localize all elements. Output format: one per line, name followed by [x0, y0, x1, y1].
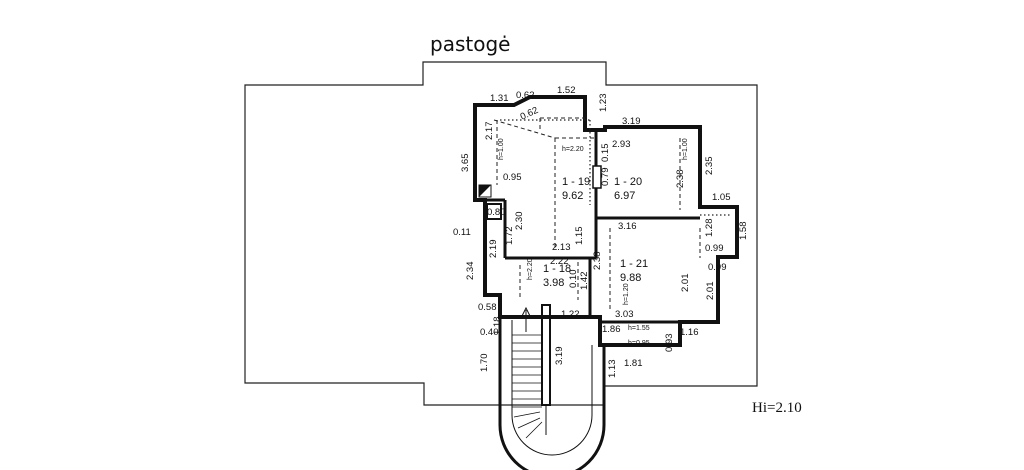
dimension-label: 1.52 [557, 85, 576, 96]
height-label: h=0.95 [628, 340, 650, 347]
attic-outline [244, 61, 758, 406]
room-id-label: 1 - 18 [543, 263, 571, 275]
dimension-label: 1.70 [479, 354, 490, 373]
dimension-label: 3.16 [618, 221, 637, 232]
dimension-label: 0.11 [453, 227, 471, 238]
dimension-label: 3.65 [460, 154, 471, 173]
height-label: h=2.20 [527, 258, 534, 280]
dimension-label: 2.35 [704, 157, 715, 176]
chimney [592, 165, 602, 189]
room-id-label: 1 - 20 [614, 176, 642, 188]
dimension-label: 1.42 [579, 272, 590, 291]
dimension-label: 1.72 [504, 227, 515, 246]
dimension-label: 3.19 [554, 347, 565, 366]
dimension-label: 1.22 [561, 309, 580, 320]
room-area-label: 9.88 [620, 272, 641, 284]
dimension-label: 0.99 [708, 262, 727, 273]
room-area-label: 6.97 [614, 190, 635, 202]
height-label: h=2.20 [562, 146, 584, 153]
dimension-label: 0.99 [705, 243, 724, 254]
inner-walls [485, 130, 700, 324]
dimension-label: 1.86 [602, 324, 621, 335]
slope-lines [493, 117, 701, 310]
dimension-label: 2.38 [592, 252, 603, 271]
room-id-label: 1 - 19 [562, 176, 590, 188]
height-note: Hi=2.10 [752, 400, 802, 416]
dimension-label: 1.16 [680, 327, 699, 338]
dimension-label: 1.81 [624, 358, 643, 369]
dimension-label: 0.10 [568, 270, 579, 289]
dimension-label: 3.03 [615, 309, 634, 320]
staircase [498, 304, 606, 470]
dimension-label: 2.30 [514, 212, 525, 231]
dimension-label: 0.93 [664, 334, 675, 353]
dimension-label: 2.01 [680, 274, 691, 293]
dimension-label: 1.58 [738, 222, 749, 241]
dimension-label: 1.13 [607, 360, 618, 379]
dimension-label: 1.05 [712, 192, 731, 203]
dimension-label: 2.19 [488, 240, 499, 259]
small-closet [486, 203, 502, 220]
height-label: h=1.00 [498, 138, 505, 160]
dimension-label: 0.95 [503, 172, 522, 183]
outer-wall [473, 95, 739, 347]
room-id-label: 1 - 21 [620, 258, 648, 270]
height-label: h=1.55 [628, 325, 650, 332]
dimension-label: 1.18 [492, 317, 503, 336]
dimension-label: 1.31 [490, 93, 509, 104]
dimension-label: 1.23 [598, 94, 609, 113]
dimension-label: 0.58 [478, 302, 497, 313]
dimension-label: 0.15 [600, 144, 611, 163]
height-label: h=1.00 [682, 138, 689, 160]
dimension-label: 1.15 [574, 227, 585, 246]
dimension-label: 0.40 [480, 327, 499, 338]
dimension-label: 2.38 [675, 170, 686, 189]
dimension-label: 2.22 [550, 256, 569, 267]
room-area-label: 3.98 [543, 277, 564, 289]
dimension-label: 1.28 [704, 219, 715, 238]
dimension-label: 2.13 [552, 242, 571, 253]
dimension-label: 2.17 [484, 122, 495, 141]
height-label: h=1.20 [623, 283, 630, 305]
room-area-label: 9.62 [562, 190, 583, 202]
vent-marker [479, 185, 491, 197]
dimension-label: 2.01 [705, 282, 716, 301]
dimension-label: 0.80 [487, 207, 506, 218]
plan-title: pastogė [430, 32, 511, 56]
dimension-label: 2.93 [612, 139, 631, 150]
dimension-label: 2.34 [465, 262, 476, 281]
dimension-label: 0.79 [600, 168, 611, 187]
dimension-label: 3.19 [622, 116, 641, 127]
dimension-label: 0.62 [516, 90, 535, 101]
